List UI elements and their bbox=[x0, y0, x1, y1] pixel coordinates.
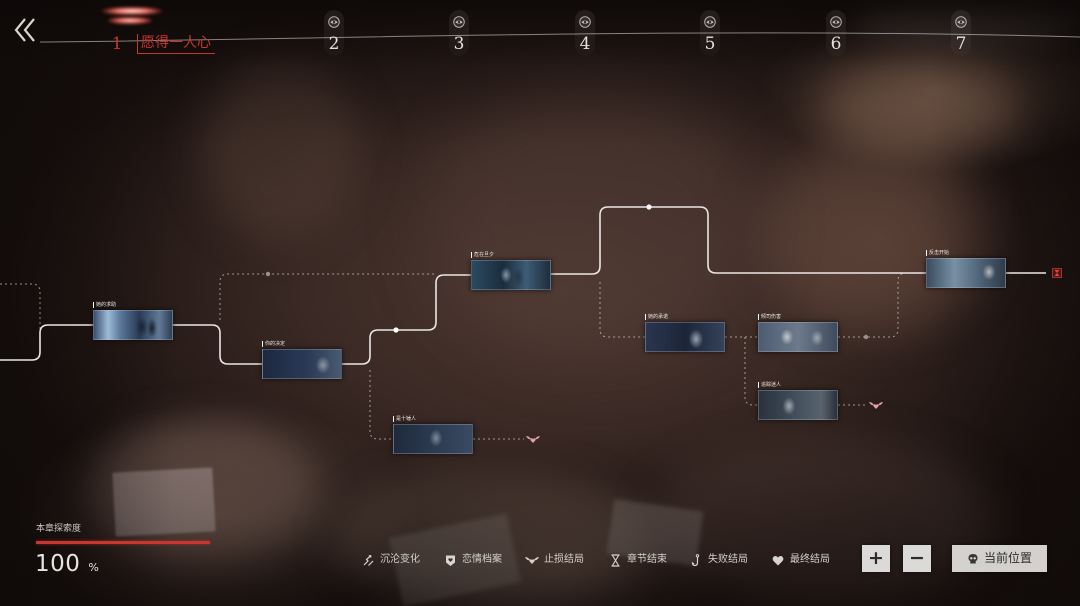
legend-failure-ending: 失败结局 bbox=[688, 552, 748, 568]
chapter-number: 4 bbox=[579, 34, 591, 54]
legend-label: 失败结局 bbox=[708, 554, 748, 565]
story-node[interactable]: 她的求助 bbox=[93, 302, 173, 340]
legend-label: 章节结束 bbox=[627, 554, 667, 565]
progress-unit: % bbox=[88, 561, 99, 574]
chapter-tab-3[interactable]: 3 bbox=[447, 8, 471, 58]
chapter-tab-6[interactable]: 6 bbox=[824, 8, 848, 58]
node-thumbnail bbox=[262, 349, 342, 379]
back-button[interactable] bbox=[13, 16, 39, 44]
node-thumbnail bbox=[758, 322, 838, 352]
node-label: 追踪迷人 bbox=[758, 382, 781, 388]
node-thumbnail bbox=[471, 260, 551, 290]
chapter-number: 6 bbox=[830, 34, 842, 54]
legend-final-ending: 最终结局 bbox=[770, 552, 830, 568]
node-thumbnail bbox=[645, 322, 725, 352]
story-node[interactable]: 反击开始 bbox=[926, 250, 1006, 288]
stop-loss-ending-icon bbox=[869, 402, 883, 409]
node-label: 是十锤人 bbox=[393, 416, 416, 422]
sink-change-icon bbox=[363, 554, 373, 566]
legend-romance-file: 恋情档案 bbox=[442, 552, 502, 568]
chapter-number: 1 bbox=[111, 34, 123, 54]
alternate-branch-line bbox=[0, 283, 41, 345]
zoom-out-button[interactable]: − bbox=[903, 545, 931, 572]
alternate-branch-line bbox=[599, 282, 645, 338]
node-label: 你的决定 bbox=[262, 341, 285, 347]
node-label: 危在旦夕 bbox=[471, 252, 494, 258]
legend-stop-loss-ending: 止损结局 bbox=[524, 552, 584, 568]
chapter-tab-2[interactable]: 2 bbox=[322, 8, 346, 58]
zoom-in-button[interactable]: + bbox=[862, 545, 890, 572]
node-thumbnail bbox=[93, 310, 173, 340]
chosen-route-line bbox=[342, 274, 471, 365]
node-label: 她的求助 bbox=[93, 302, 116, 308]
legend-sink-change: 沉沦变化 bbox=[360, 552, 420, 568]
eye-icon bbox=[579, 16, 591, 28]
story-node[interactable]: 倾司伤害 bbox=[758, 314, 838, 352]
eye-icon bbox=[704, 16, 716, 28]
chapter-track-line bbox=[39, 32, 1080, 43]
eye-icon bbox=[453, 16, 465, 28]
chapter-number: 5 bbox=[704, 34, 716, 54]
eye-icon bbox=[830, 16, 842, 28]
branch-dot bbox=[863, 334, 869, 340]
node-thumbnail bbox=[926, 258, 1006, 288]
route-dot bbox=[646, 204, 652, 210]
legend-label: 恋情档案 bbox=[462, 554, 502, 565]
progress-fill bbox=[36, 541, 210, 544]
progress-label: 本章探索度 bbox=[36, 524, 82, 534]
skull-icon bbox=[968, 553, 978, 563]
legend-label: 沉沦变化 bbox=[380, 554, 420, 565]
chapter-number: 2 bbox=[328, 34, 340, 54]
branch-dot bbox=[265, 271, 271, 277]
alternate-branch-line bbox=[838, 272, 907, 338]
alternate-branch-line bbox=[744, 337, 758, 406]
romance-file-icon bbox=[445, 555, 455, 566]
chosen-route-line bbox=[551, 206, 926, 275]
heart-icon bbox=[772, 555, 784, 565]
progress-track bbox=[36, 541, 210, 544]
current-position-label: 当前位置 bbox=[983, 551, 1032, 565]
node-label: 反击开始 bbox=[926, 250, 949, 256]
story-node[interactable]: 是十锤人 bbox=[393, 416, 473, 454]
alternate-branch-line bbox=[369, 370, 393, 440]
double-chevron-left-icon bbox=[14, 18, 35, 42]
chapter-number: 7 bbox=[955, 34, 967, 54]
chapter-number: 3 bbox=[453, 34, 465, 54]
chapter-end-icon bbox=[1052, 268, 1062, 278]
chosen-route-line bbox=[173, 324, 262, 365]
legend-label: 最终结局 bbox=[790, 554, 830, 565]
chosen-route-line bbox=[0, 324, 93, 361]
stop-loss-ending-icon bbox=[526, 436, 540, 443]
alternate-branch-line bbox=[219, 273, 436, 320]
node-label: 她的承诺 bbox=[645, 314, 668, 320]
progress-value: 100% bbox=[35, 549, 99, 579]
chapter-title: 愿得一人心 bbox=[137, 34, 215, 54]
current-position-button[interactable]: 当前位置 bbox=[952, 545, 1047, 572]
node-thumbnail bbox=[758, 390, 838, 420]
story-node[interactable]: 危在旦夕 bbox=[471, 252, 551, 290]
legend-label: 止损结局 bbox=[544, 554, 584, 565]
node-label: 倾司伤害 bbox=[758, 314, 781, 320]
chapter-tab-7[interactable]: 7 bbox=[949, 8, 973, 58]
stop-loss-ending-icon bbox=[525, 557, 539, 564]
legend-chapter-end: 章节结束 bbox=[607, 552, 667, 568]
chapter-tab-5[interactable]: 5 bbox=[698, 8, 722, 58]
chapter-tab-4[interactable]: 4 bbox=[573, 8, 597, 58]
hourglass-icon bbox=[611, 553, 619, 567]
story-node[interactable]: 她的承诺 bbox=[645, 314, 725, 352]
eye-icon bbox=[955, 16, 967, 28]
story-node[interactable]: 你的决定 bbox=[262, 341, 342, 379]
chapter-tab-1[interactable]: 1 愿得一人心 bbox=[104, 8, 224, 58]
node-thumbnail bbox=[393, 424, 473, 454]
progress-percent: 100 bbox=[35, 551, 81, 577]
hook-icon bbox=[691, 553, 700, 566]
eye-icon bbox=[328, 16, 340, 28]
chapter-active-glow bbox=[96, 5, 176, 29]
route-dot bbox=[393, 327, 399, 333]
story-node[interactable]: 追踪迷人 bbox=[758, 382, 838, 420]
